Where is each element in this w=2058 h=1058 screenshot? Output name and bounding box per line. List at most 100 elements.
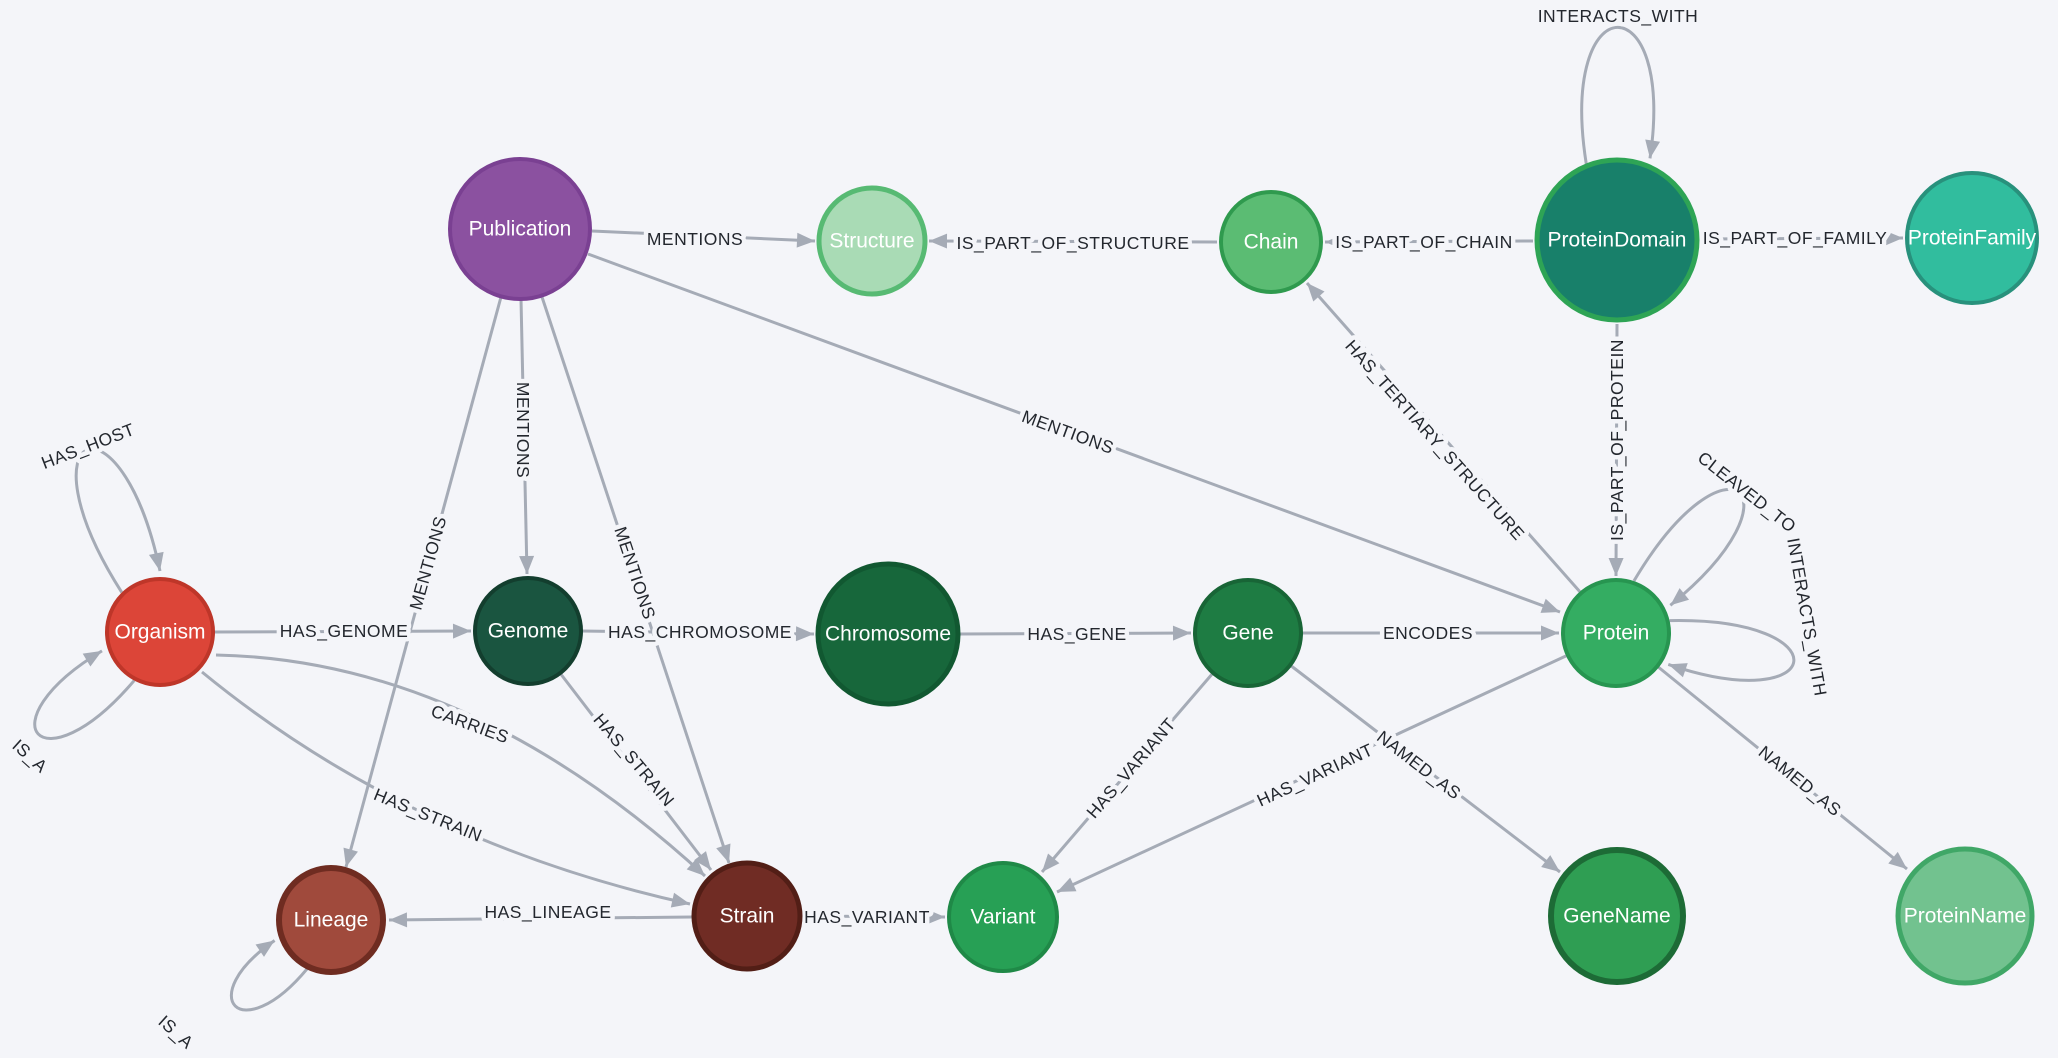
edge-label-encodes[interactable]: ENCODES: [1378, 619, 1477, 648]
node-genename[interactable]: GeneName: [1548, 847, 1686, 985]
edge-mentions-lineage[interactable]: [344, 296, 503, 868]
edge-cleaved-to[interactable]: [1632, 487, 1746, 607]
edge-named-as-proteinname[interactable]: [1656, 664, 1908, 871]
edge-label-is-a-organism[interactable]: IS_A: [3, 731, 56, 782]
edge-label-has-gene[interactable]: HAS_GENE: [1023, 620, 1131, 650]
edge-label-has-variant-gene[interactable]: HAS_VARIANT: [1078, 709, 1185, 827]
node-genome[interactable]: Genome: [473, 576, 583, 686]
arrowhead-has-variant-gene: [1042, 853, 1060, 872]
arrowhead-has-strain-organism: [670, 892, 690, 908]
node-circle-protein[interactable]: [1561, 578, 1671, 688]
arrowhead-has-host: [148, 551, 164, 571]
edge-has-gene[interactable]: [957, 631, 1192, 636]
edge-is-part-of-protein[interactable]: [1614, 323, 1619, 577]
edge-label-has-strain-organism[interactable]: HAS_STRAIN: [366, 780, 489, 852]
edge-label-mentions-protein[interactable]: MENTIONS: [1015, 402, 1121, 463]
edge-label-has-tertiary-structure[interactable]: HAS_TERTIARY_STRUCTURE: [1336, 331, 1533, 549]
edge-label-has-host[interactable]: HAS_HOST: [34, 415, 142, 479]
node-circle-proteindomain[interactable]: [1534, 157, 1700, 323]
edge-is-part-of-chain[interactable]: [1324, 239, 1534, 244]
node-circle-genename[interactable]: [1548, 847, 1686, 985]
edge-label-is-a-lineage[interactable]: IS_A: [149, 1007, 202, 1058]
node-proteinfamily[interactable]: ProteinFamily: [1905, 171, 2039, 305]
edge-label-is-part-of-chain[interactable]: IS_PART_OF_CHAIN: [1331, 228, 1517, 258]
arrowhead-has-lineage: [389, 912, 408, 928]
node-protein[interactable]: Protein: [1561, 578, 1671, 688]
node-variant[interactable]: Variant: [947, 861, 1059, 973]
edge-has-variant-protein[interactable]: [1056, 653, 1569, 894]
node-circle-strain[interactable]: [691, 860, 803, 972]
edge-has-host[interactable]: [74, 447, 162, 594]
edge-mentions-genome[interactable]: [519, 298, 529, 575]
edge-label-cleaved-to[interactable]: CLEAVED_TO: [1689, 443, 1805, 542]
node-strain[interactable]: Strain: [691, 860, 803, 972]
node-circle-proteinfamily[interactable]: [1905, 171, 2039, 305]
node-circle-publication[interactable]: [448, 157, 592, 301]
edge-label-mentions-lineage[interactable]: MENTIONS: [401, 509, 455, 616]
edge-label-has-chromosome[interactable]: HAS_CHROMOSOME: [604, 618, 796, 648]
edge-interacts-with-domain[interactable]: [1580, 25, 1656, 165]
edge-label-has-lineage[interactable]: HAS_LINEAGE: [480, 898, 616, 928]
node-circle-chain[interactable]: [1219, 190, 1323, 294]
edge-has-lineage[interactable]: [388, 915, 693, 922]
edge-label-has-genome[interactable]: HAS_GENOME: [275, 617, 412, 647]
edge-interacts-with-protein[interactable]: [1667, 619, 1796, 682]
edge-has-tertiary-structure[interactable]: [1305, 282, 1583, 594]
edge-label-is-part-of-family[interactable]: IS_PART_OF_FAMILY: [1698, 224, 1891, 254]
edge-label-has-variant-strain[interactable]: HAS_VARIANT: [800, 903, 934, 933]
edge-label-interacts-with-domain[interactable]: INTERACTS_WITH: [1533, 2, 1702, 32]
edge-mentions-protein[interactable]: [587, 252, 1561, 614]
edge-carries[interactable]: [215, 653, 707, 878]
edge-is-a-organism[interactable]: [33, 649, 136, 740]
node-circle-proteinname[interactable]: [1895, 846, 2035, 986]
node-lineage[interactable]: Lineage: [276, 865, 386, 975]
edge-is-part-of-family[interactable]: [1700, 236, 1904, 241]
node-chain[interactable]: Chain: [1219, 190, 1323, 294]
arrowhead-mentions-strain: [716, 843, 731, 863]
node-proteindomain[interactable]: ProteinDomain: [1534, 157, 1700, 323]
edge-has-variant-gene[interactable]: [1040, 672, 1215, 873]
edge-label-interacts-with-protein[interactable]: INTERACTS_WITH: [1778, 532, 1836, 703]
node-chromosome[interactable]: Chromosome: [815, 561, 961, 707]
edge-has-chromosome[interactable]: [580, 629, 815, 636]
edge-mentions-structure[interactable]: [591, 229, 816, 243]
edge-label-has-variant-protein[interactable]: HAS_VARIANT: [1249, 735, 1381, 816]
edge-has-variant-strain[interactable]: [801, 914, 946, 919]
edge-is-a-lineage[interactable]: [230, 939, 309, 1012]
edge-has-strain-organism[interactable]: [201, 670, 691, 906]
edge-has-strain-genome[interactable]: [558, 672, 713, 871]
arrowhead-has-variant-strain: [926, 909, 945, 925]
node-circle-organism[interactable]: [105, 577, 215, 687]
node-circle-lineage[interactable]: [276, 865, 386, 975]
edge-label-mentions-structure[interactable]: MENTIONS: [642, 225, 747, 254]
node-circle-variant[interactable]: [947, 861, 1059, 973]
edge-label-carries[interactable]: CARRIES: [424, 696, 516, 752]
edge-label-is-part-of-structure[interactable]: IS_PART_OF_STRUCTURE: [952, 229, 1194, 259]
node-publication[interactable]: Publication: [448, 157, 592, 301]
node-circle-genome[interactable]: [473, 576, 583, 686]
node-structure[interactable]: Structure: [816, 185, 928, 297]
edge-label-named-as-genename[interactable]: NAMED_AS: [1368, 722, 1469, 809]
edge-has-genome[interactable]: [212, 629, 472, 634]
node-circle-chromosome[interactable]: [815, 561, 961, 707]
edge-is-part-of-structure[interactable]: [928, 239, 1218, 244]
edge-named-as-genename[interactable]: [1289, 663, 1561, 874]
edge-label-is-part-of-protein[interactable]: IS_PART_OF_PROTEIN: [1603, 335, 1633, 546]
arrowhead-mentions-protein: [1540, 598, 1560, 613]
node-gene[interactable]: Gene: [1193, 578, 1303, 688]
edge-mentions-strain[interactable]: [540, 296, 731, 864]
edge-label-mentions-strain[interactable]: MENTIONS: [606, 520, 664, 627]
edge-label-mentions-genome[interactable]: MENTIONS: [509, 377, 538, 482]
arrowhead-is-part-of-chain: [1325, 234, 1344, 250]
edge-label-named-as-proteinname[interactable]: NAMED_AS: [1750, 737, 1850, 825]
node-proteinname[interactable]: ProteinName: [1895, 846, 2035, 986]
node-circle-gene[interactable]: [1193, 578, 1303, 688]
node-organism[interactable]: Organism: [105, 577, 215, 687]
arrowhead-is-part-of-family: [1884, 230, 1903, 246]
edges-layer: [33, 25, 1908, 1012]
node-circle-structure[interactable]: [816, 185, 928, 297]
arrowhead-named-as-genename: [1541, 855, 1560, 872]
edge-label-has-strain-genome[interactable]: HAS_STRAIN: [584, 705, 683, 816]
